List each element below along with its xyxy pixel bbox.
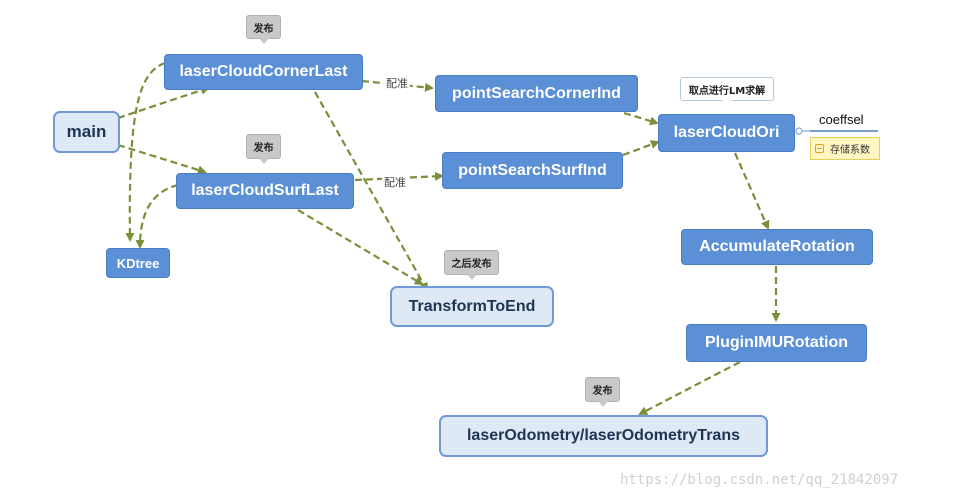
edge-ori-to-accumulate (733, 152, 770, 230)
node-point-search-corner-label: pointSearchCornerInd (452, 84, 621, 102)
edge-pointsearch-surf-to-ori (622, 140, 660, 157)
node-surf-last-label: laserCloudSurfLast (191, 182, 339, 199)
edge-pointsearch-corner-to-ori (623, 111, 659, 126)
edge-plugin-to-odometry (638, 361, 741, 415)
storage-icon (815, 144, 824, 153)
edge-surf-to-pointsearch (354, 171, 444, 182)
node-accumulate-rotation[interactable]: AccumulateRotation (681, 229, 873, 265)
edge-main-to-surf (117, 143, 207, 175)
edge-label-surf-match: 配准 (382, 174, 408, 190)
callout-surf-publish-text: 发布 (253, 143, 274, 154)
node-main[interactable]: main (53, 111, 120, 153)
node-point-search-surf-ind[interactable]: pointSearchSurfInd (442, 152, 623, 189)
callout-surf-publish: 发布 (246, 134, 281, 164)
node-odometry-label: laserOdometry/laserOdometryTrans (466, 427, 740, 444)
node-laser-cloud-ori[interactable]: laserCloudOri (658, 114, 795, 152)
attachment-coeffsel: coeffsel (819, 112, 864, 127)
node-corner-last-label: laserCloudCornerLast (179, 63, 348, 80)
node-main-label: main (66, 122, 107, 141)
watermark: https://blog.csdn.net/qq_21842097 (620, 472, 899, 488)
node-laser-cloud-corner-last[interactable]: laserCloudCornerLast (164, 54, 363, 90)
callout-cloud-ori-note: 取点进行LM求解 (680, 77, 774, 106)
node-accumulate-rotation-label: AccumulateRotation (699, 238, 855, 255)
coeffsel-connector (795, 127, 878, 135)
callout-corner-publish: 发布 (246, 15, 281, 44)
edge-main-to-corner (117, 85, 210, 120)
edge-surf-to-kdtree (135, 183, 179, 249)
node-plugin-imu-rotation[interactable]: PluginIMURotation (686, 324, 867, 362)
node-kdtree-label: KDtree (116, 255, 160, 271)
node-kdtree[interactable]: KDtree (106, 248, 170, 278)
node-transform-to-end-label: TransformToEnd (408, 297, 536, 315)
node-point-search-corner-ind[interactable]: pointSearchCornerInd (435, 75, 638, 112)
edge-main-to-kdtree (125, 61, 166, 242)
edge-label-corner-match: 配准 (384, 75, 410, 91)
node-laser-odometry[interactable]: laserOdometry/laserOdometryTrans (439, 415, 768, 457)
node-laser-cloud-surf-last[interactable]: laserCloudSurfLast (176, 173, 354, 209)
attachment-storage-note: 存储系数 (810, 137, 880, 160)
callout-transform-text: 之后发布 (451, 259, 492, 270)
callout-transform-later-publish: 之后发布 (444, 250, 499, 280)
callout-cloud-ori-text: 取点进行LM求解 (688, 85, 766, 97)
edge-corner-to-transform (314, 91, 428, 292)
callout-corner-publish-text: 发布 (253, 23, 274, 35)
node-cloud-ori-label: laserCloudOri (673, 124, 780, 141)
callout-odometry-publish-text: 发布 (592, 386, 613, 397)
node-plugin-imu-rotation-label: PluginIMURotation (704, 334, 849, 351)
callout-odometry-publish: 发布 (585, 377, 620, 407)
node-transform-to-end[interactable]: TransformToEnd (390, 286, 554, 327)
node-point-search-surf-label: pointSearchSurfInd (458, 161, 607, 179)
storage-note-text: 存储系数 (830, 145, 870, 156)
edge-surf-to-transform (297, 209, 424, 286)
